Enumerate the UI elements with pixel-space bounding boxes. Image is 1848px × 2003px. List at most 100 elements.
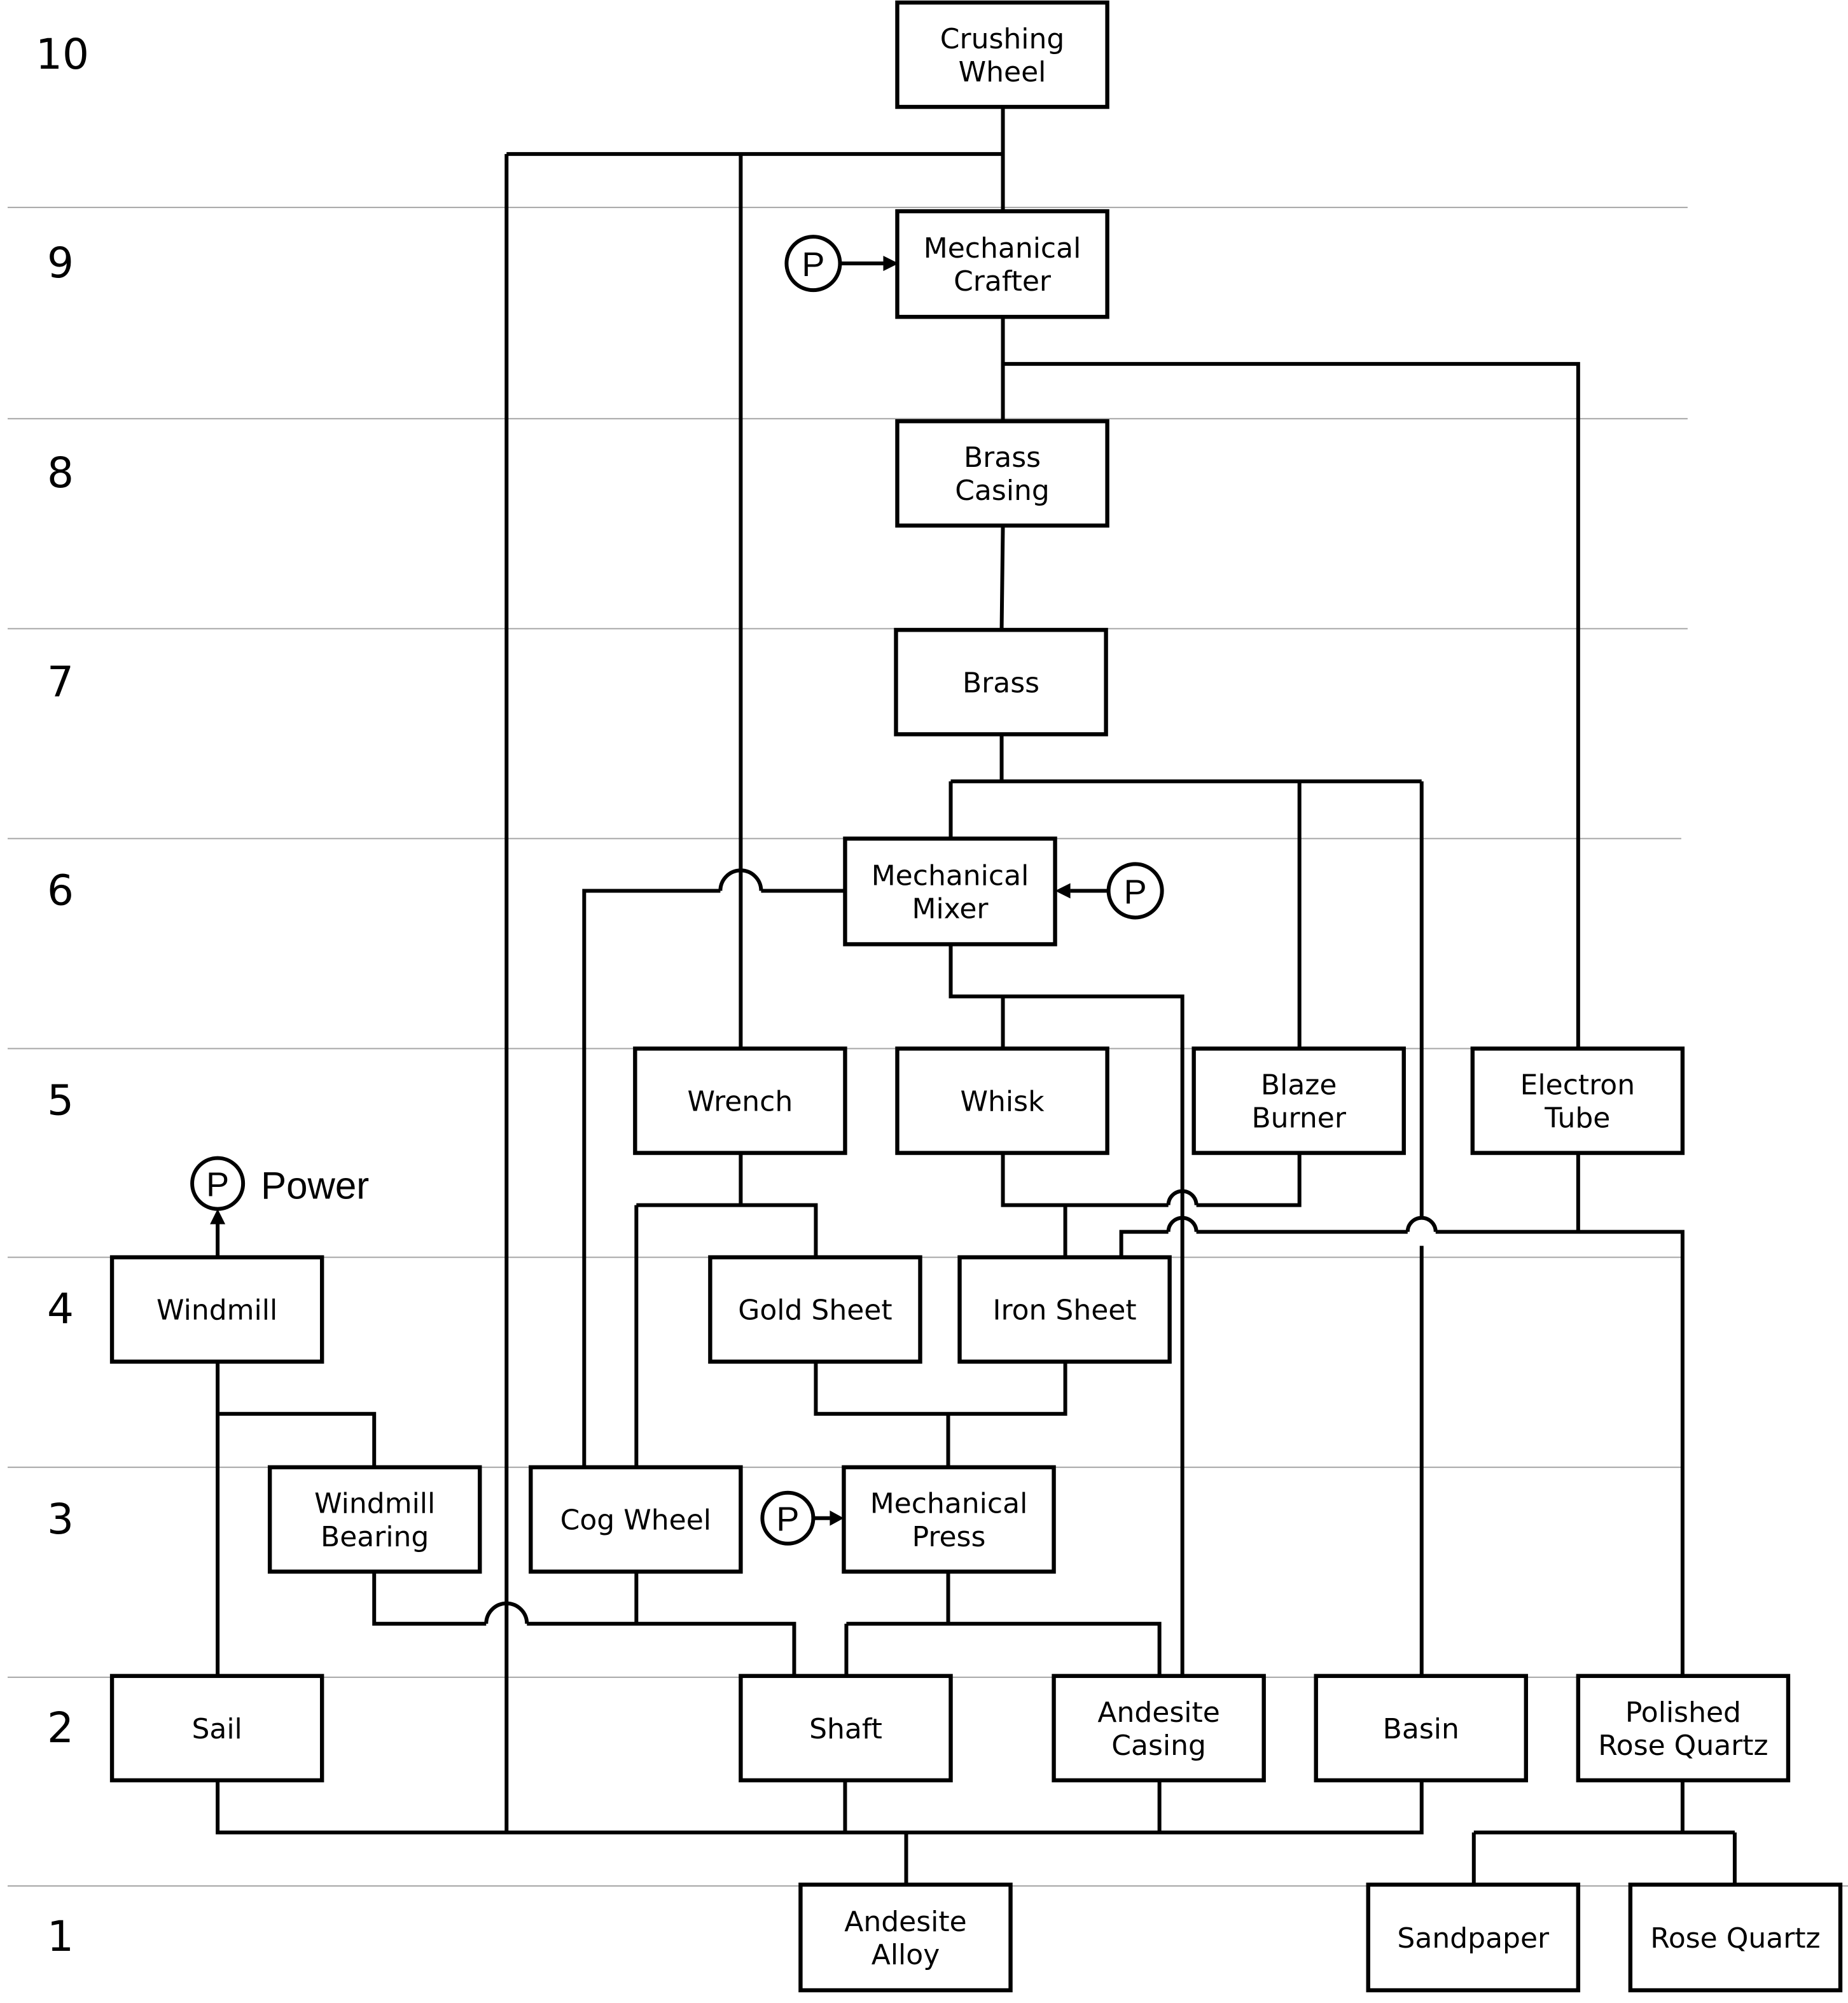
node-label: Brass — [962, 667, 1039, 699]
node-basin: Basin — [1314, 1674, 1529, 1783]
edge-cog-wheel-to-mixer — [582, 889, 845, 1467]
node-label: Electron — [1520, 1069, 1635, 1102]
node-gold-sheet: Gold Sheet — [708, 1255, 922, 1364]
arrow-head-icon — [1055, 883, 1071, 899]
tier-label: 5 — [47, 1076, 74, 1125]
node-box — [1470, 1046, 1685, 1155]
node-wrench: Wrench — [633, 1046, 847, 1155]
node-box — [1628, 1882, 1843, 1993]
node-box — [633, 1046, 847, 1155]
edge-gold-sheet-cog-to-wrench — [634, 1153, 818, 1467]
power-letter: P — [802, 246, 824, 284]
node-label: Rose Quartz — [1650, 1922, 1820, 1955]
node-box — [267, 1465, 482, 1574]
node-label: Whisk — [961, 1086, 1045, 1118]
tier-label: 8 — [47, 448, 74, 497]
node-label: Wrench — [688, 1086, 793, 1118]
node-box — [1576, 1674, 1791, 1783]
edge-shaft-casing-to-press — [844, 1571, 1162, 1676]
node-label: Brass — [964, 441, 1041, 474]
edge-brass-to-brass-casing — [999, 525, 1005, 630]
node-label: Casing — [1111, 1729, 1206, 1762]
node-label: Casing — [955, 475, 1050, 507]
node-box — [1191, 1046, 1406, 1155]
node-box — [529, 1465, 743, 1574]
node-windmill: Windmill — [109, 1255, 324, 1364]
edge-brass-inputs-bus — [948, 734, 1424, 1676]
node-label: Cog Wheel — [560, 1504, 711, 1537]
edge-press-to-sheets — [814, 1361, 1067, 1467]
node-label: Gold Sheet — [738, 1294, 892, 1327]
tier-label: 1 — [47, 1912, 74, 1961]
edge-sail-bearing-to-windmill — [216, 1361, 377, 1676]
node-label: Andesite — [844, 1906, 966, 1938]
node-label: Sail — [191, 1713, 242, 1745]
edge-andesite-alloy-bus — [216, 1780, 1424, 1885]
node-label: Windmill — [314, 1488, 435, 1520]
tier-label: 6 — [47, 866, 74, 915]
node-label: Rose Quartz — [1598, 1729, 1768, 1762]
power-symbols: P P P P Power — [190, 235, 1164, 1546]
tier-label: 7 — [47, 657, 74, 706]
node-box — [895, 209, 1109, 319]
tier-label: 9 — [47, 239, 74, 288]
node-cog-wheel: Cog Wheel — [529, 1465, 743, 1574]
edge-iron-sheet-to-whisk-blaze — [1001, 1153, 1302, 1258]
tier-labels: 10 9 8 7 6 5 4 3 2 1 — [36, 30, 89, 1961]
node-box — [1052, 1674, 1266, 1783]
node-label: Windmill — [156, 1294, 277, 1327]
node-sail: Sail — [109, 1674, 324, 1783]
edge-iron-sheet-to-electron-tube — [1119, 1153, 1685, 1676]
node-box — [957, 1255, 1172, 1364]
node-sandpaper: Sandpaper — [1366, 1882, 1581, 1993]
arrow-head-icon — [883, 256, 899, 272]
power-letter: P — [206, 1166, 229, 1204]
node-box — [739, 1674, 953, 1783]
node-box — [109, 1255, 324, 1364]
node-brass: Brass — [894, 628, 1108, 737]
tier-label: 2 — [47, 1703, 74, 1752]
node-box — [798, 1882, 1013, 1993]
node-box — [895, 419, 1109, 528]
node-box — [109, 1674, 324, 1783]
hop-basin-over-tube-bus — [1405, 1216, 1438, 1232]
node-label: Tube — [1544, 1102, 1610, 1135]
node-rose-quartz: Rose Quartz — [1628, 1882, 1843, 1993]
tier-label: 10 — [36, 30, 89, 79]
node-box — [843, 836, 1057, 946]
node-label: Burner — [1251, 1102, 1346, 1135]
node-label: Mechanical — [924, 232, 1081, 265]
node-label: Crushing — [940, 23, 1065, 55]
tier-label: 3 — [47, 1495, 74, 1544]
node-label: Blaze — [1261, 1069, 1337, 1102]
edge-electron-tube-to-crafter — [1003, 362, 1580, 1049]
node-label: Iron Sheet — [993, 1294, 1137, 1327]
node-label: Andesite — [1097, 1696, 1219, 1729]
node-label: Basin — [1383, 1713, 1459, 1745]
tier-label: 4 — [47, 1285, 74, 1334]
node-box — [895, 0, 1109, 109]
node-box — [842, 1465, 1056, 1574]
node-label: Press — [912, 1521, 986, 1553]
node-box — [708, 1255, 922, 1364]
edge-whisk-and-casing-to-mixer — [948, 944, 1185, 1676]
power-caption: Power — [261, 1165, 369, 1207]
hop-whisk-over-casing — [1166, 1189, 1198, 1205]
node-label: Mechanical — [870, 1488, 1028, 1520]
arrow-head-icon — [210, 1209, 226, 1224]
arrow-head-icon — [830, 1510, 844, 1526]
nodes: CrushingWheelMechanicalCrafterBrassCasin… — [109, 0, 1843, 1993]
node-label: Crafter — [954, 265, 1052, 298]
